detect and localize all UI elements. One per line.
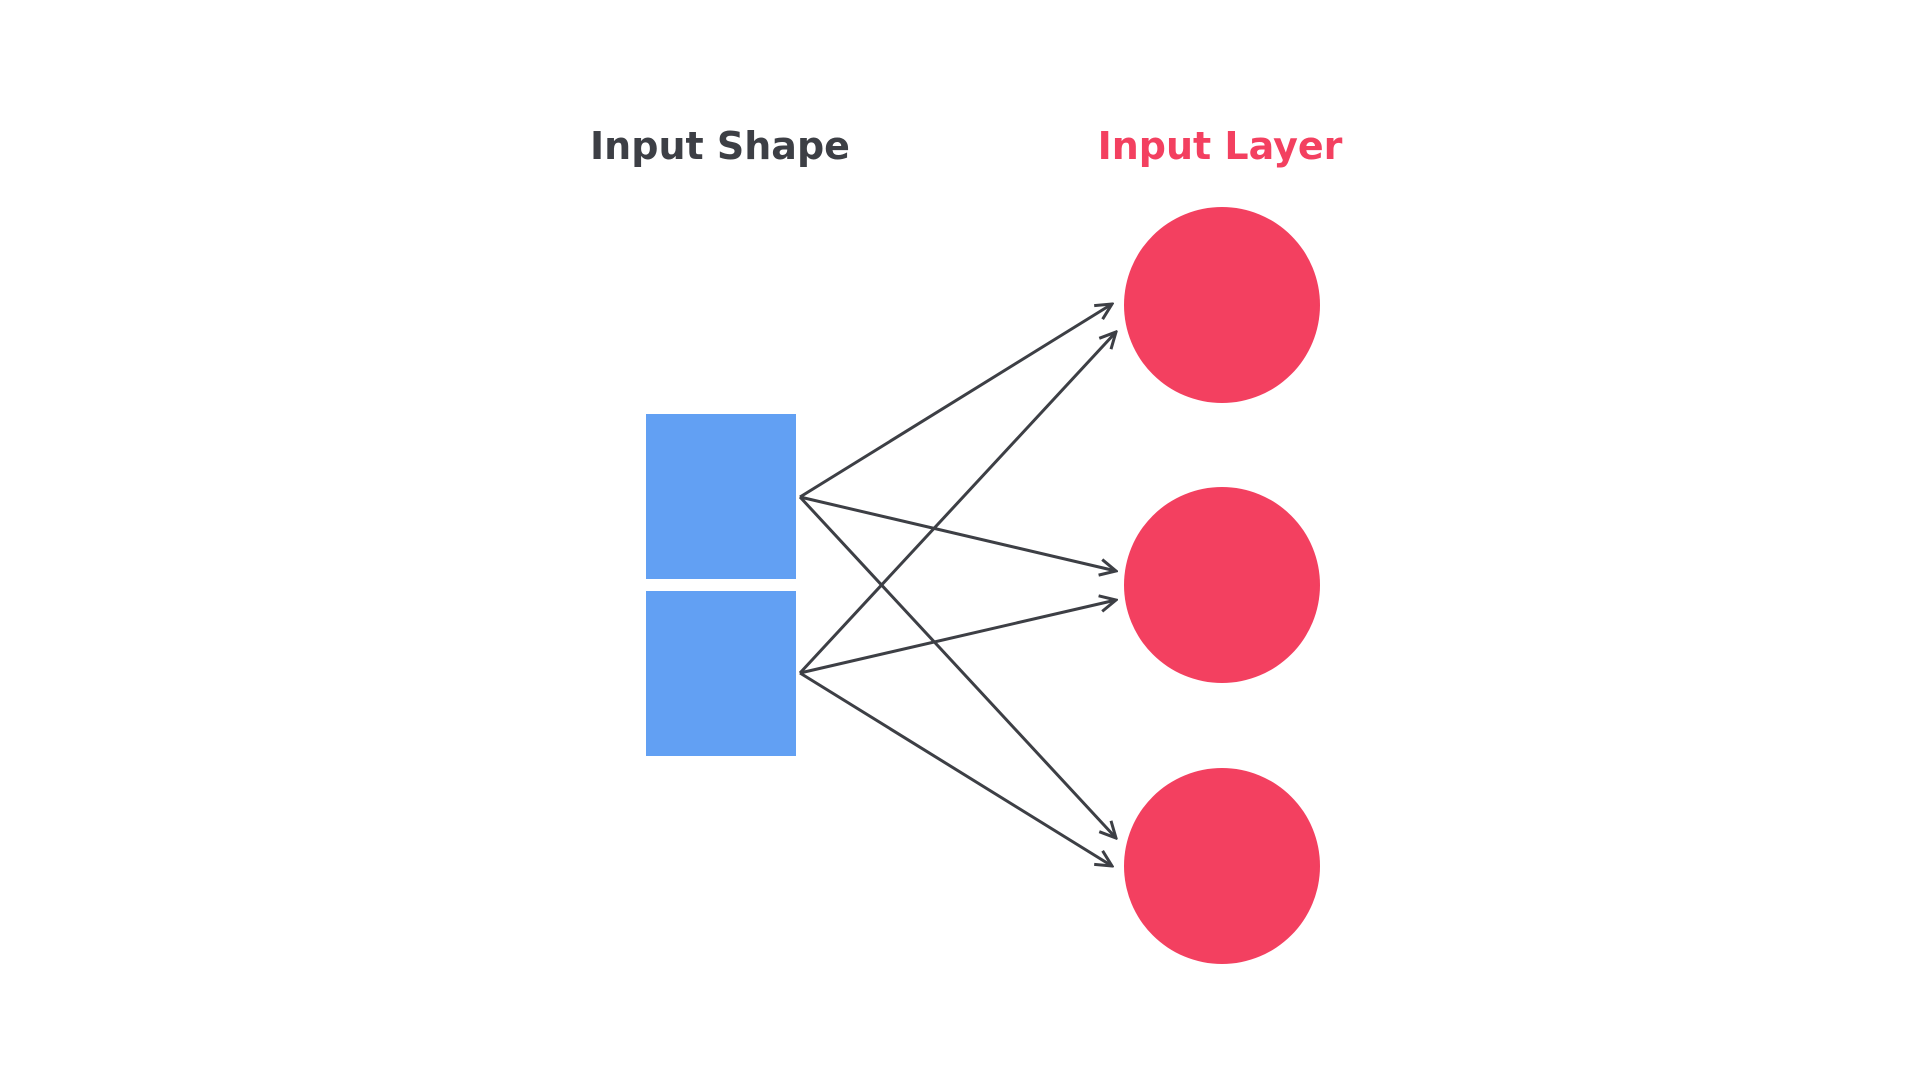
input-layer-node-1 (1124, 207, 1320, 403)
arrow-cell1-node1 (799, 304, 1112, 499)
arrow-cell1-node2 (799, 495, 1116, 571)
input-shape-title: Input Shape (590, 124, 850, 168)
input-layer-title: Input Layer (1097, 124, 1343, 168)
input-layer-node-3 (1124, 768, 1320, 964)
arrow-cell2-node2 (799, 600, 1116, 675)
arrow-cell2-node3 (799, 671, 1112, 866)
input-cell-2 (646, 591, 796, 756)
input-cell-1 (646, 414, 796, 579)
arrow-cell2-node1 (798, 332, 1116, 675)
input-layer-node-2 (1124, 487, 1320, 683)
arrow-cell1-node3 (798, 495, 1116, 838)
